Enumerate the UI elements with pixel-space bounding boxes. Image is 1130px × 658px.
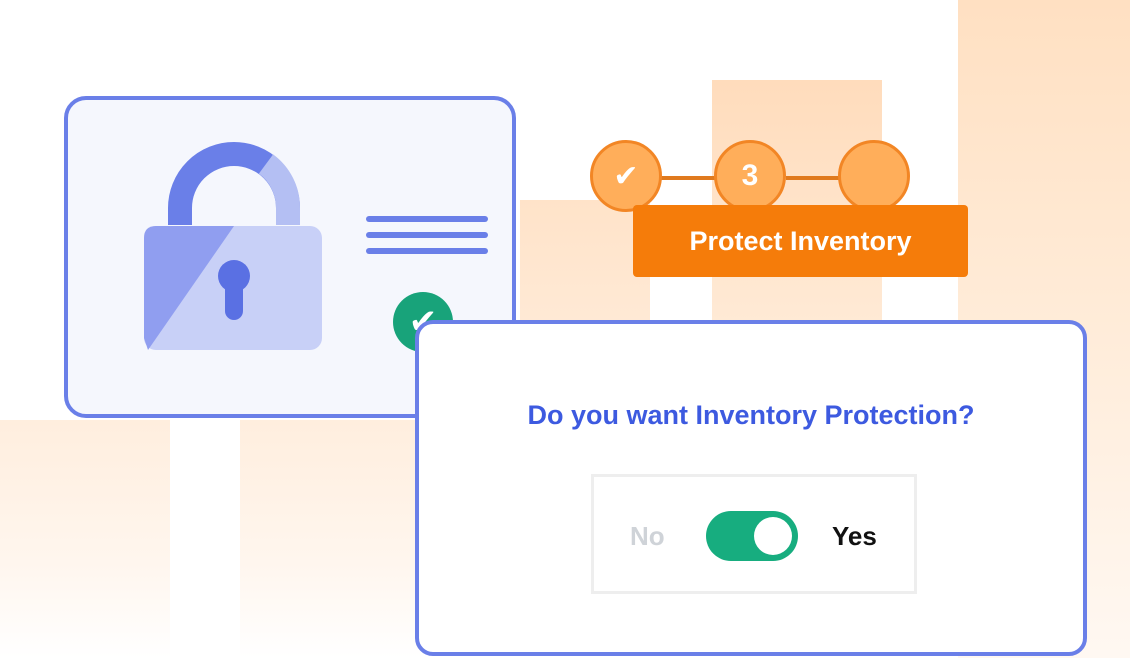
step-1-completed: ✔ bbox=[590, 140, 662, 212]
text-lines-icon bbox=[366, 216, 488, 264]
lock-icon bbox=[144, 142, 322, 350]
step-2-current: 3 bbox=[714, 140, 786, 212]
toggle-on-label: Yes bbox=[832, 521, 877, 551]
progress-stepper: ✔ 3 bbox=[590, 140, 920, 220]
toggle-off-label: No bbox=[630, 521, 665, 551]
step-connector bbox=[660, 176, 716, 180]
check-icon: ✔ bbox=[613, 159, 639, 193]
step-3-upcoming bbox=[838, 140, 910, 212]
protection-dialog: Do you want Inventory Protection? No Yes bbox=[415, 320, 1087, 656]
toggle-container: No Yes bbox=[591, 474, 917, 594]
step-title: Protect Inventory bbox=[633, 205, 968, 277]
background-bar bbox=[240, 420, 420, 658]
protection-toggle[interactable] bbox=[706, 511, 798, 561]
background-bar bbox=[0, 420, 170, 658]
step-connector bbox=[786, 176, 840, 180]
toggle-knob[interactable] bbox=[754, 517, 792, 555]
dialog-question: Do you want Inventory Protection? bbox=[527, 400, 975, 430]
